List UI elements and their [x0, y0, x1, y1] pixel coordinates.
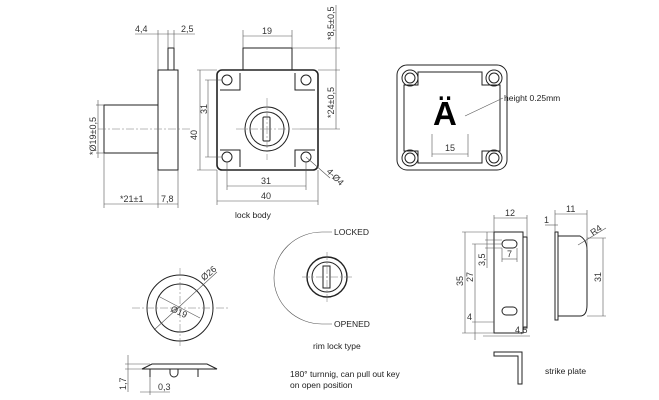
dim-corner-radius: R4 — [588, 223, 603, 238]
dim-strike-thickness: 1 — [544, 215, 549, 225]
dim-center-offset: *24±0,5 — [326, 87, 336, 118]
rim-lock-caption: rim lock type — [313, 341, 361, 351]
dim-width-holes: 31 — [261, 176, 271, 186]
dim-strike-height: 35 — [455, 276, 465, 286]
engraving-height-note: height 0.25mm — [504, 93, 560, 103]
dim-inner-height: 31 — [593, 272, 603, 282]
dim-ring-lip: 0,3 — [158, 382, 171, 392]
dim-engraving-width: 15 — [445, 143, 455, 153]
engraving-plate — [396, 64, 508, 171]
lock-front-view — [197, 5, 340, 205]
rim-lock-note-line2: on open position — [290, 380, 353, 390]
dim-width-outer: 40 — [261, 191, 271, 201]
dim-pin-width: 2,5 — [181, 24, 194, 34]
strike-plate-caption: strike plate — [545, 366, 586, 376]
dim-height-holes: 31 — [199, 104, 209, 114]
dim-flange-thickness: 7,8 — [161, 194, 174, 204]
lock-body-caption: lock body — [235, 210, 272, 220]
dim-inner-diameter: Ø19 — [169, 304, 189, 320]
engraved-letter: Ä — [433, 95, 457, 132]
escutcheon-ring — [125, 268, 228, 395]
dim-bolt-width: 19 — [262, 26, 272, 36]
rim-lock-view — [273, 231, 352, 325]
dim-outer-diameter: Ø26 — [199, 264, 218, 283]
dim-cylinder-diameter: *Ø19±0,5 — [88, 117, 98, 155]
locked-label: LOCKED — [334, 227, 369, 237]
dim-edge-offset: 4,5 — [515, 325, 528, 335]
dim-slot-height: 3,5 — [477, 253, 487, 266]
dim-slot-width: 7 — [507, 249, 512, 259]
dim-ring-thickness: 1,7 — [118, 377, 128, 390]
dim-bolt-projection: *8,5±0,5 — [326, 7, 336, 40]
strike-plate-view — [462, 210, 607, 385]
dim-hole-spacing: 27 — [465, 272, 475, 282]
dim-pin-offset: 4,4 — [135, 24, 148, 34]
dim-height-outer: 40 — [189, 130, 199, 140]
dim-cylinder-length: *21±1 — [120, 194, 143, 204]
dim-strike-depth: 11 — [566, 204, 575, 214]
opened-label: OPENED — [334, 319, 370, 329]
lock-side-view — [96, 30, 195, 208]
dim-strike-width: 12 — [505, 208, 515, 218]
dim-bottom-offset: 4 — [467, 312, 472, 322]
dim-holes: 4-Ø4 — [325, 166, 346, 187]
rim-lock-note-line1: 180° turnnig, can pull out key — [290, 369, 400, 379]
